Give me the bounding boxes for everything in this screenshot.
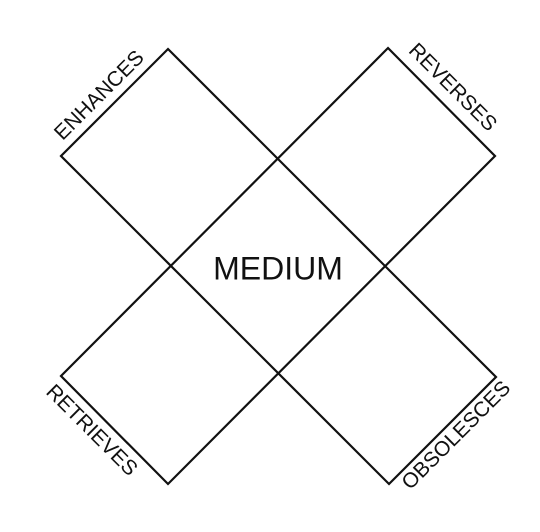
diagonal-band-top-left-to-bottom-right	[59, 47, 498, 486]
label-enhances: ENHANCES	[50, 46, 149, 145]
label-obsolesces: OBSOLESCES	[397, 376, 515, 494]
center-label-medium: MEDIUM	[213, 250, 343, 286]
label-retrieves: RETRIEVES	[41, 380, 141, 480]
diagonal-band-top-right-to-bottom-left	[59, 46, 497, 486]
label-reverses: REVERSES	[404, 39, 501, 136]
